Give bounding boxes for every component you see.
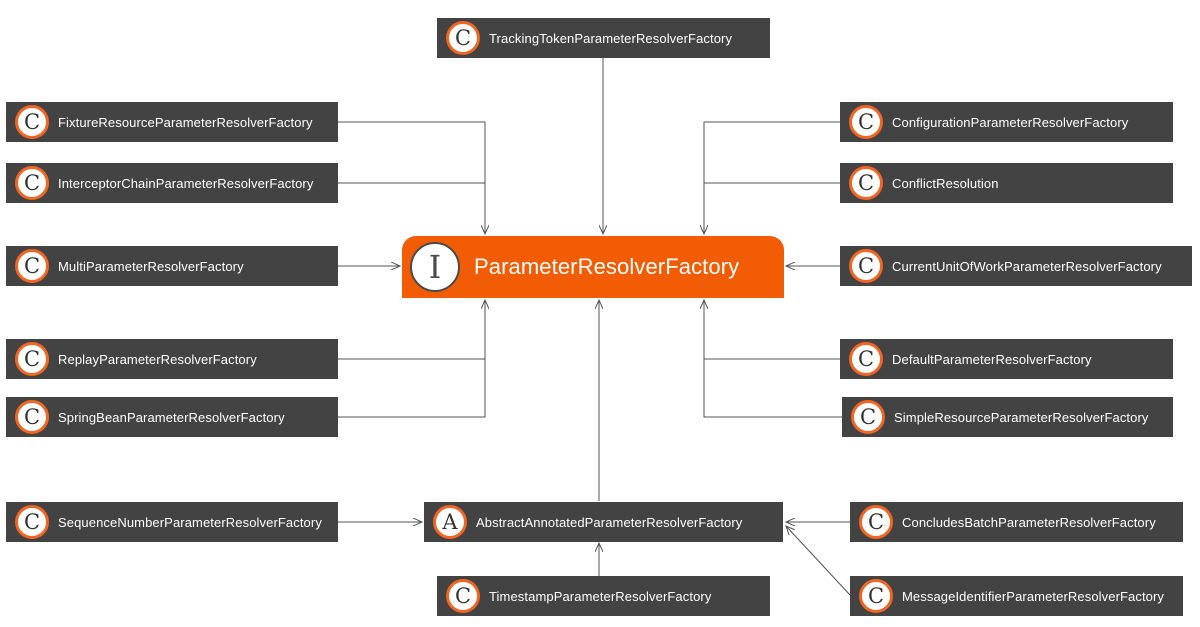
class-icon: C bbox=[859, 579, 893, 613]
node-label: FixtureResourceParameterResolverFactory bbox=[58, 114, 313, 130]
node-label: SequenceNumberParameterResolverFactory bbox=[58, 514, 322, 530]
node-label: SpringBeanParameterResolverFactory bbox=[58, 409, 285, 425]
node-label: InterceptorChainParameterResolverFactory bbox=[58, 175, 314, 191]
class-icon: C bbox=[15, 105, 49, 139]
node-label: TimestampParameterResolverFactory bbox=[489, 588, 712, 604]
node-label: ConflictResolution bbox=[892, 175, 999, 191]
node-label: MultiParameterResolverFactory bbox=[58, 258, 244, 274]
node-label: MessageIdentifierParameterResolverFactor… bbox=[902, 588, 1165, 604]
current-unit-of-work-parameter-resolver-factory-node[interactable]: C CurrentUnitOfWorkParameterResolverFact… bbox=[840, 246, 1192, 286]
node-label: DefaultParameterResolverFactory bbox=[892, 351, 1092, 367]
class-icon: C bbox=[15, 505, 49, 539]
tracking-token-parameter-resolver-factory-node[interactable]: C TrackingTokenParameterResolverFactory bbox=[437, 18, 770, 58]
spring-bean-parameter-resolver-factory-node[interactable]: C SpringBeanParameterResolverFactory bbox=[6, 397, 338, 437]
class-icon: C bbox=[15, 166, 49, 200]
class-icon: C bbox=[446, 21, 480, 55]
node-label: ConfigurationParameterResolverFactory bbox=[892, 114, 1129, 130]
abstract-class-icon: A bbox=[433, 505, 467, 539]
class-icon: C bbox=[851, 400, 885, 434]
class-icon: C bbox=[446, 579, 480, 613]
parameter-resolver-factory-node[interactable]: I ParameterResolverFactory bbox=[402, 236, 784, 298]
interface-icon: I bbox=[410, 242, 460, 292]
class-icon: C bbox=[15, 400, 49, 434]
abstract-annotated-parameter-resolver-factory-node[interactable]: A AbstractAnnotatedParameterResolverFact… bbox=[424, 502, 783, 542]
conflict-resolution-node[interactable]: C ConflictResolution bbox=[840, 163, 1173, 203]
node-label: ConcludesBatchParameterResolverFactory bbox=[902, 514, 1156, 530]
class-icon: C bbox=[849, 166, 883, 200]
node-label: ParameterResolverFactory bbox=[474, 254, 740, 279]
replay-parameter-resolver-factory-node[interactable]: C ReplayParameterResolverFactory bbox=[6, 339, 338, 379]
sequence-number-parameter-resolver-factory-node[interactable]: C SequenceNumberParameterResolverFactory bbox=[6, 502, 338, 542]
fixture-resource-parameter-resolver-factory-node[interactable]: C FixtureResourceParameterResolverFactor… bbox=[6, 102, 338, 142]
edge-message-identifier bbox=[786, 526, 851, 596]
class-icon: C bbox=[849, 249, 883, 283]
simple-resource-parameter-resolver-factory-node[interactable]: C SimpleResourceParameterResolverFactory bbox=[842, 397, 1173, 437]
multi-parameter-resolver-factory-node[interactable]: C MultiParameterResolverFactory bbox=[6, 246, 338, 286]
class-icon: C bbox=[849, 342, 883, 376]
edge-simple-resource bbox=[704, 300, 842, 418]
concludes-batch-parameter-resolver-factory-node[interactable]: C ConcludesBatchParameterResolverFactory bbox=[850, 502, 1183, 542]
node-label: AbstractAnnotatedParameterResolverFactor… bbox=[476, 514, 743, 530]
edge-fixture-resource bbox=[338, 121, 485, 234]
edge-spring-bean bbox=[338, 300, 485, 418]
timestamp-parameter-resolver-factory-node[interactable]: C TimestampParameterResolverFactory bbox=[437, 576, 770, 616]
class-icon: C bbox=[859, 505, 893, 539]
edge-configuration bbox=[704, 121, 840, 234]
class-icon: C bbox=[849, 105, 883, 139]
class-icon: C bbox=[15, 342, 49, 376]
node-label: CurrentUnitOfWorkParameterResolverFactor… bbox=[892, 258, 1162, 274]
class-icon: C bbox=[15, 249, 49, 283]
node-label: SimpleResourceParameterResolverFactory bbox=[894, 409, 1149, 425]
node-label: ReplayParameterResolverFactory bbox=[58, 351, 257, 367]
interceptor-chain-parameter-resolver-factory-node[interactable]: C InterceptorChainParameterResolverFacto… bbox=[6, 163, 338, 203]
default-parameter-resolver-factory-node[interactable]: C DefaultParameterResolverFactory bbox=[840, 339, 1173, 379]
configuration-parameter-resolver-factory-node[interactable]: C ConfigurationParameterResolverFactory bbox=[840, 102, 1173, 142]
node-label: TrackingTokenParameterResolverFactory bbox=[489, 30, 733, 46]
message-identifier-parameter-resolver-factory-node[interactable]: C MessageIdentifierParameterResolverFact… bbox=[850, 576, 1183, 616]
